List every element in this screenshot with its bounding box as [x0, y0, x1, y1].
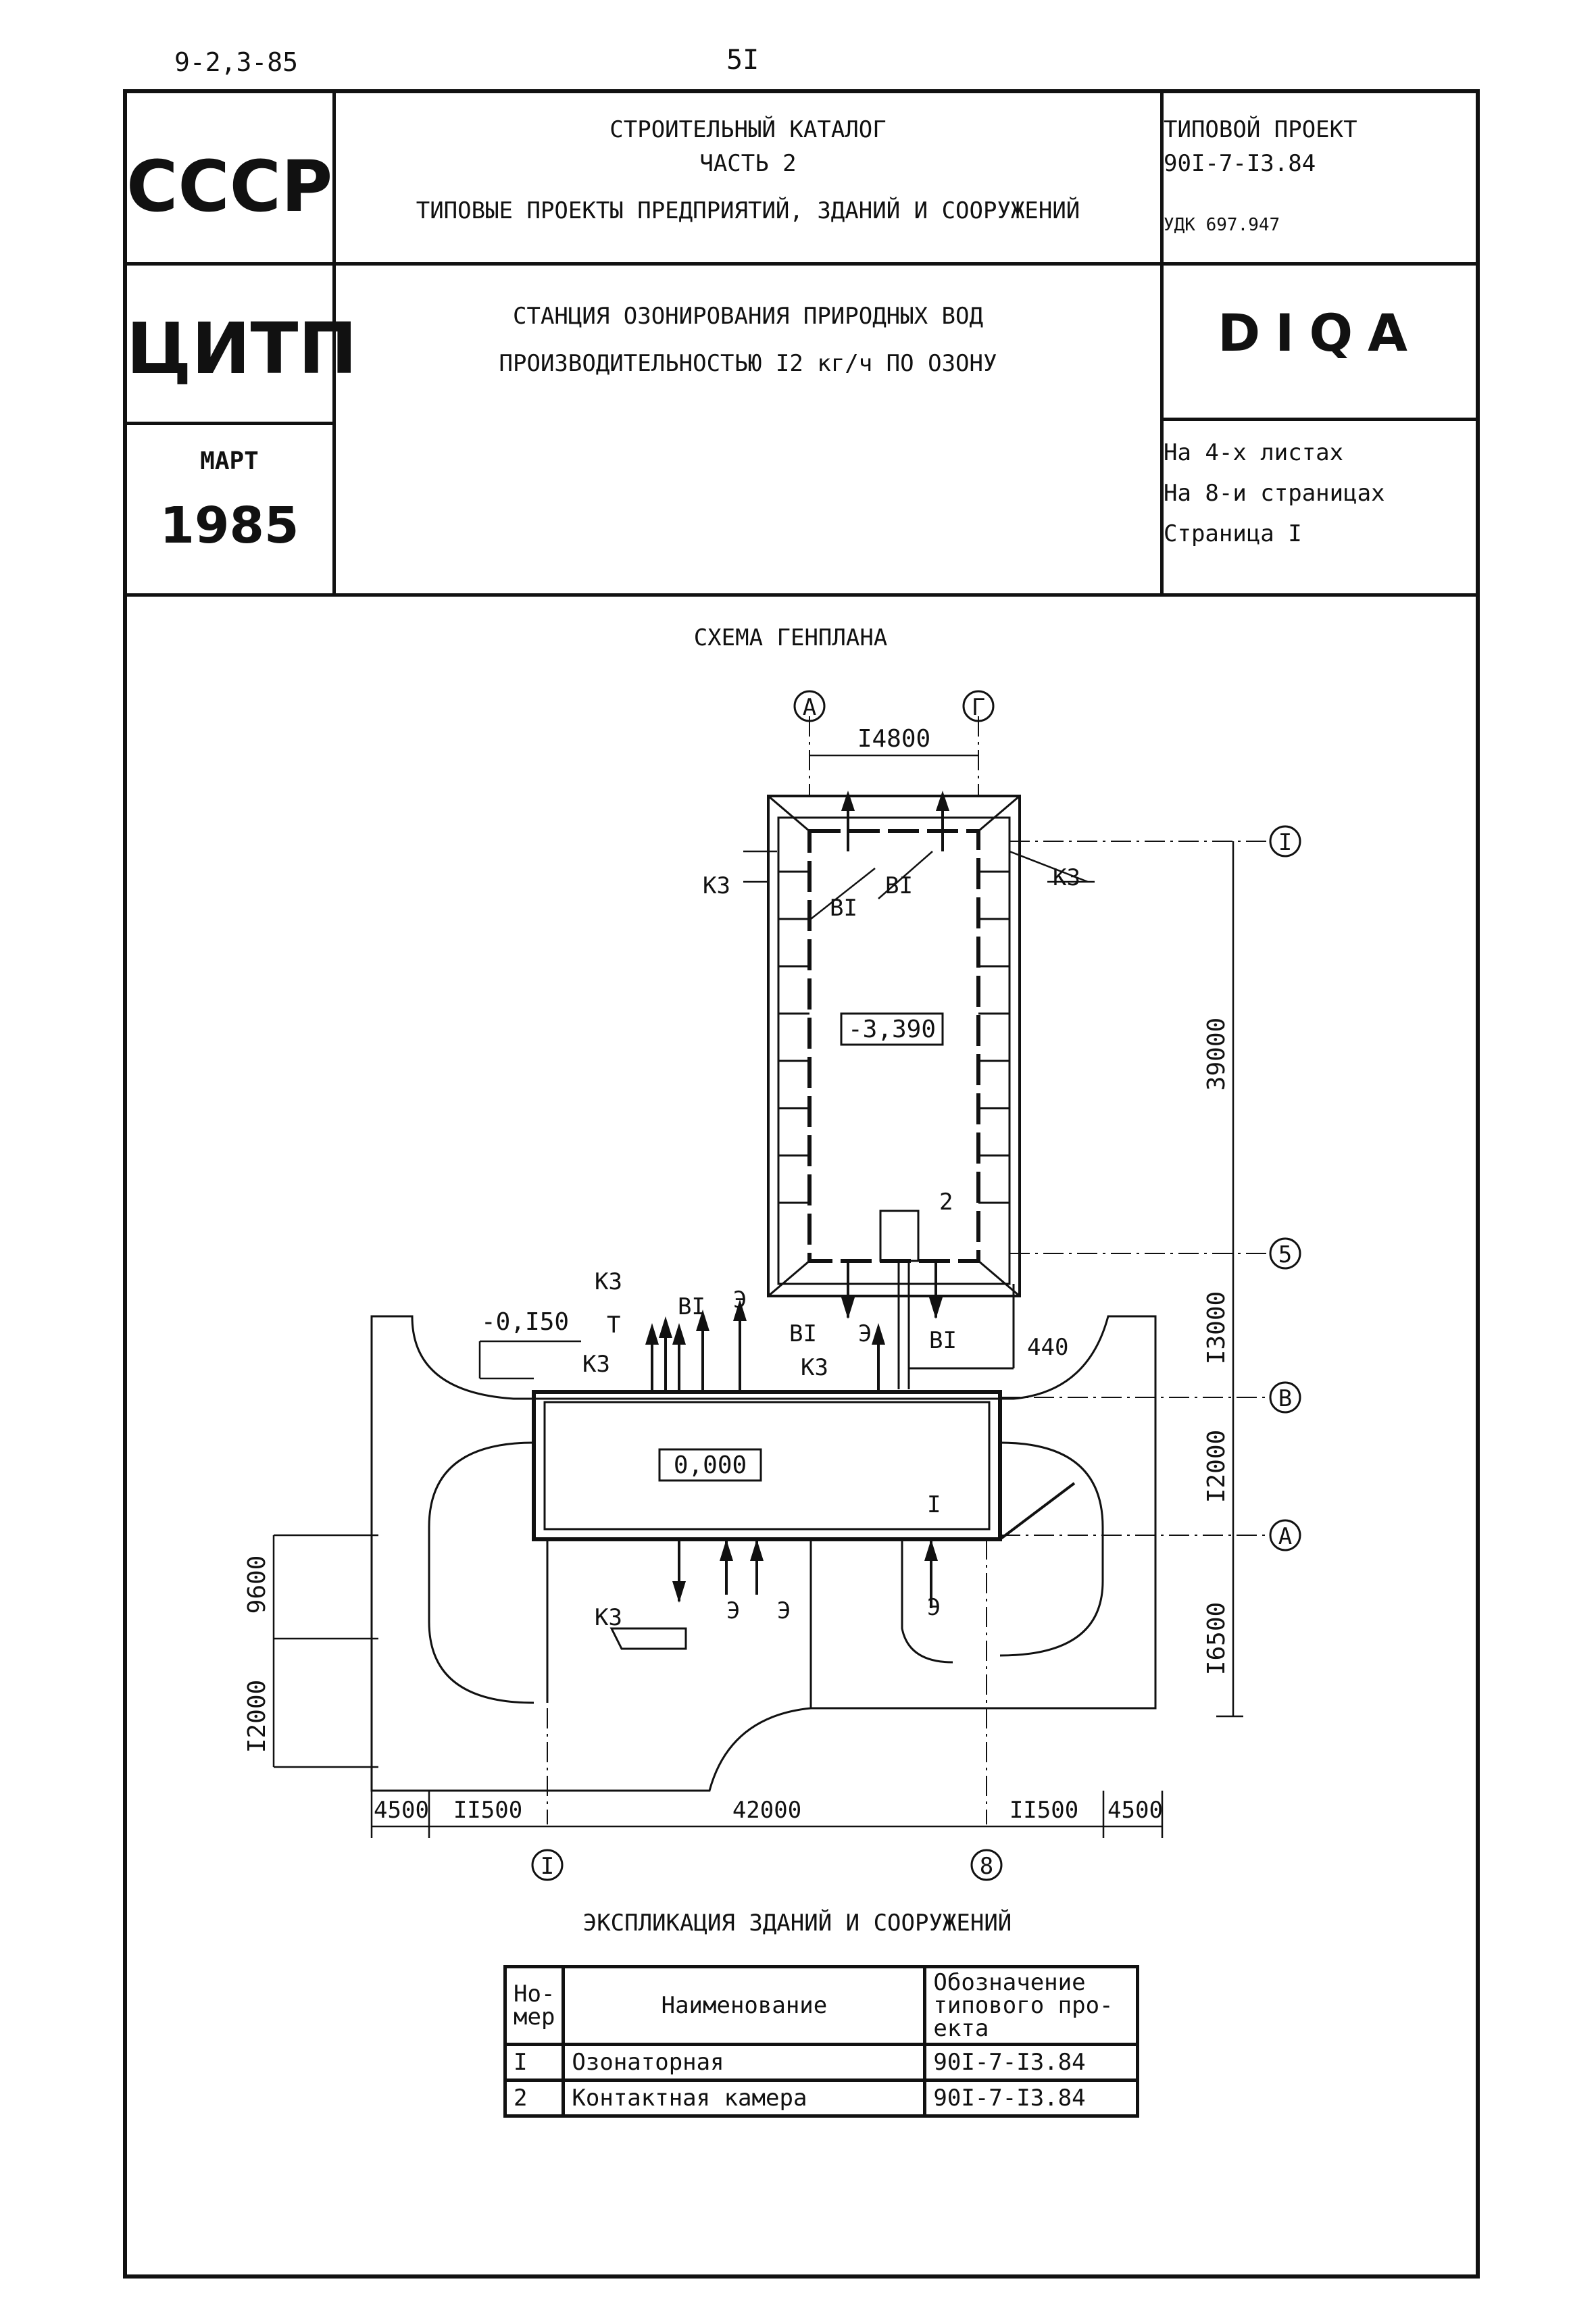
contact-chamber-outer: [767, 795, 1021, 1297]
label-k3: К3: [703, 872, 730, 899]
issue-year: 1985: [159, 497, 299, 555]
level-ground: -0,I50: [481, 1308, 569, 1336]
station-title-line2: ПРОИЗВОДИТЕЛЬНОСТЬЮ I2 кг/ч ПО ОЗОНУ: [499, 350, 997, 377]
station-title-line1: СТАНЦИЯ ОЗОНИРОВАНИЯ ПРИРОДНЫХ ВОД: [513, 303, 983, 330]
page-number: 5I: [726, 45, 759, 76]
axis-5-right: 5: [1278, 1241, 1292, 1268]
label-e: Э: [777, 1597, 791, 1624]
driveway-right: [999, 1441, 1104, 1657]
org-ussr: СССР: [126, 145, 333, 228]
divider: [1164, 418, 1476, 421]
row-code: 90I-7-I3.84: [923, 2078, 1140, 2118]
col-number-header: Но-мер: [503, 1965, 566, 2046]
catalog-title: СТРОИТЕЛЬНЫЙ КАТАЛОГ: [609, 116, 887, 143]
site-boundary: [370, 1315, 1157, 1792]
label-b1: ВI: [789, 1320, 817, 1347]
dim-4500-left: 4500: [374, 1797, 429, 1824]
divider: [1160, 93, 1164, 597]
catalog-part: ЧАСТЬ 2: [699, 150, 797, 177]
dim-12000-left: I2000: [243, 1680, 271, 1753]
divider: [332, 93, 336, 597]
dim-11500-right: II500: [1009, 1797, 1078, 1824]
label-k3: К3: [582, 1351, 610, 1378]
org-citp: ЦИТП: [126, 307, 357, 390]
divider: [126, 422, 336, 425]
axis-g-top: Г: [972, 694, 985, 721]
driveway-left: [428, 1441, 534, 1704]
explication-title: ЭКСПЛИКАЦИЯ ЗДАНИЙ И СООРУЖЕНИЙ: [582, 1910, 1012, 1937]
label-b1: ВI: [885, 872, 913, 899]
label-b1: ВI: [830, 895, 857, 922]
row-name: Контактная камера: [562, 2078, 927, 2118]
title-block-frame: [123, 89, 1480, 2279]
dim-4500-right: 4500: [1107, 1797, 1163, 1824]
label-k3: К3: [595, 1268, 622, 1295]
table-row: I Озонаторная 90I-7-I3.84: [503, 2043, 1140, 2082]
label-k3: К3: [1053, 864, 1080, 891]
label-t: Т: [607, 1312, 620, 1339]
label-e: Э: [726, 1597, 740, 1624]
row-name: Озонаторная: [562, 2043, 927, 2082]
row-code: 90I-7-I3.84: [923, 2043, 1140, 2082]
dim-16500: I6500: [1203, 1602, 1230, 1675]
axis-1-bottom: I: [541, 1853, 554, 1880]
label-e: Э: [733, 1287, 747, 1314]
level-contact-chamber: -3,390: [848, 1016, 936, 1043]
current-page: Страница I: [1164, 520, 1302, 547]
ozonator-building: [532, 1390, 1002, 1541]
doc-code: DIQA: [1218, 303, 1422, 363]
table-row: 2 Контактная камера 90I-7-I3.84: [503, 2078, 1140, 2118]
dim-39000: 39000: [1203, 1018, 1230, 1091]
row-number: 2: [503, 2078, 566, 2118]
divider: [126, 593, 1476, 597]
contact-chamber-slope: [777, 816, 1011, 1285]
col-name-header: Наименование: [562, 1965, 927, 2046]
catalog-subtitle: ТИПОВЫЕ ПРОЕКТЫ ПРЕДПРИЯТИЙ, ЗДАНИЙ И СО…: [416, 197, 1080, 224]
issue-month: МАРТ: [200, 447, 259, 475]
axis-a-right: А: [1278, 1523, 1292, 1550]
label-structure-2: 2: [939, 1189, 953, 1216]
row-number: I: [503, 2043, 566, 2082]
project-code: 90I-7-I3.84: [1164, 150, 1316, 177]
dim-12000-right: I2000: [1203, 1430, 1230, 1503]
label-b1: ВI: [929, 1327, 957, 1354]
level-building: 0,000: [674, 1451, 747, 1479]
dim-11500-left: II500: [453, 1797, 522, 1824]
label-e: Э: [858, 1320, 872, 1347]
dim-440: 440: [1027, 1334, 1068, 1361]
dim-42000: 42000: [732, 1797, 801, 1824]
document-code: 9-2,3-85: [174, 47, 299, 77]
dim-top-width: I4800: [857, 725, 930, 753]
axis-v-right: В: [1278, 1385, 1292, 1412]
page-count: На 8-и страницах: [1164, 480, 1385, 507]
plan-title: СХЕМА ГЕНПЛАНА: [693, 624, 888, 651]
label-structure-1: I: [927, 1491, 941, 1518]
axis-8-bottom: 8: [980, 1853, 993, 1880]
udk-code: УДК 697.947: [1164, 215, 1280, 235]
sheet-count: На 4-х листах: [1164, 439, 1344, 466]
label-k3: К3: [801, 1354, 828, 1381]
label-e: Э: [927, 1594, 941, 1621]
dim-13000: I3000: [1203, 1291, 1230, 1364]
divider: [126, 262, 1476, 266]
axis-1-right: I: [1278, 829, 1292, 856]
dim-9600: 9600: [243, 1555, 271, 1614]
label-k3: К3: [595, 1604, 622, 1631]
label-b1: ВI: [678, 1293, 705, 1320]
project-label: ТИПОВОЙ ПРОЕКТ: [1164, 116, 1357, 143]
axis-a-top: А: [803, 694, 816, 721]
